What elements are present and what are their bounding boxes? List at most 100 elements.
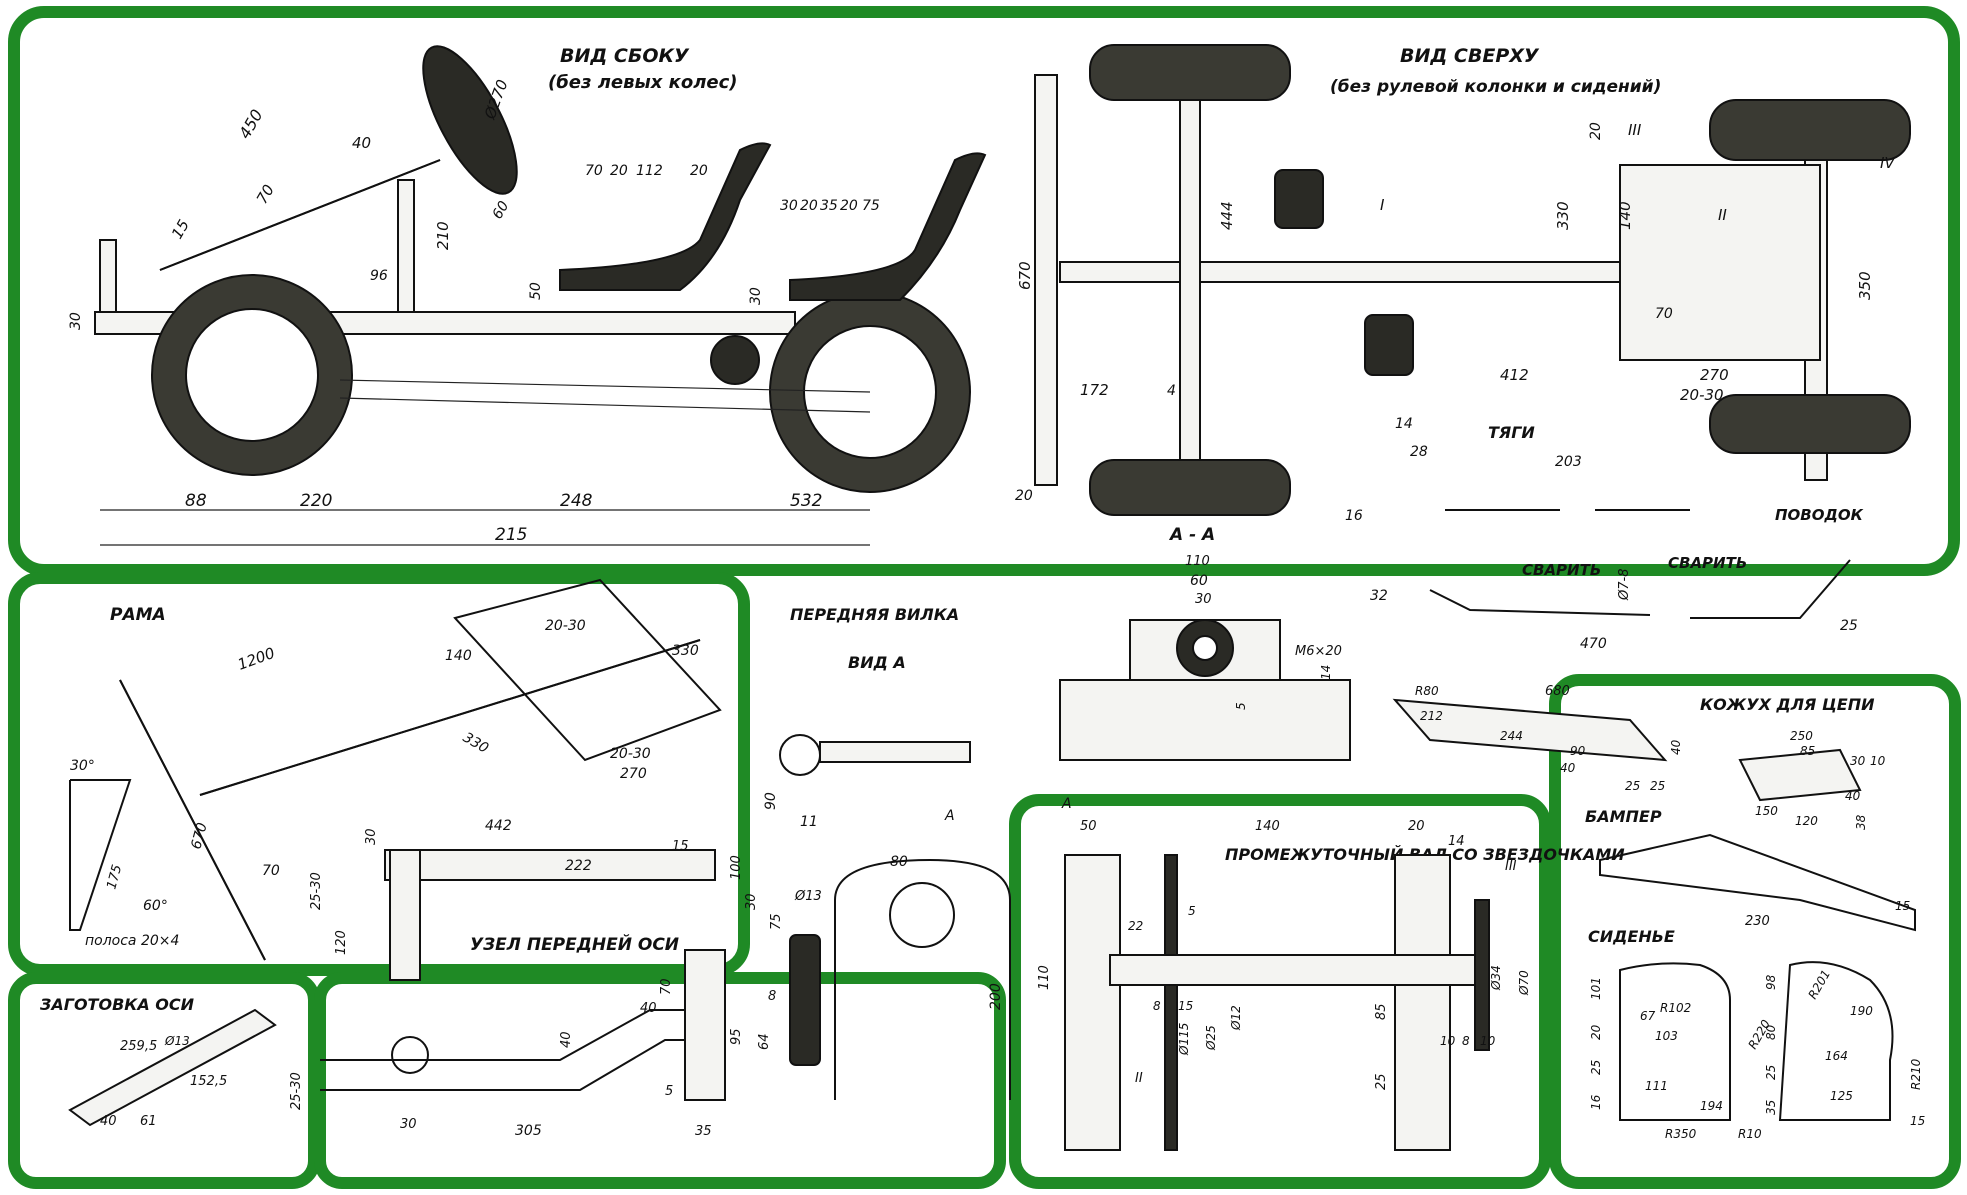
dim-fork-64: 64	[757, 1033, 772, 1050]
dim-32-rod: 32	[1370, 588, 1388, 604]
frame-strip-detail	[69, 779, 132, 931]
axle-bracket	[684, 949, 726, 1101]
dim-frame-20-30b: 20-30	[610, 746, 651, 762]
dim-112: 112	[636, 163, 663, 179]
dim-172: 172	[1080, 381, 1109, 399]
top-view-title: ВИД СВЕРХУ	[1400, 45, 1540, 67]
rods-view: ТЯГИ 14 28 16 32 203 Ø7-8 470 25 СВАРИТЬ…	[1345, 416, 1864, 652]
dim-215: 532	[790, 491, 822, 511]
dim-frame-20-30: 20-30	[545, 618, 586, 634]
dim-frame-70: 70	[262, 863, 280, 879]
fork-eye	[779, 734, 821, 776]
dim-seat-15: 15	[1910, 1114, 1925, 1128]
dim-seat-16: 16	[1589, 1094, 1603, 1110]
dim-seat-125: 125	[1830, 1089, 1853, 1103]
fork-hole	[889, 882, 955, 948]
dim-fork-d13: Ø13	[794, 889, 822, 904]
dim-20-rear2: 20	[840, 198, 858, 214]
top-front-axle	[1179, 44, 1201, 516]
dim-shaft-d70: Ø70	[1517, 970, 1531, 996]
dim-fork-80: 80	[890, 854, 908, 870]
dim-axle-40: 40	[640, 1001, 657, 1016]
dim-guard-25b: 25	[1650, 779, 1665, 793]
steering-wheel	[422, 45, 518, 195]
dim-frame-30deg: 30°	[70, 758, 95, 774]
rods-title: ТЯГИ	[1488, 423, 1535, 442]
axle-upper-bar	[384, 849, 716, 881]
fork-title: ПЕРЕДНЯЯ ВИЛКА	[790, 605, 959, 624]
fork-section-A: A	[944, 808, 955, 824]
dim-guard-40b: 40	[1669, 739, 1683, 755]
dim-blank-d13: Ø13	[164, 1034, 190, 1048]
dim-fork-75: 75	[769, 913, 784, 930]
dim-532: 248	[560, 491, 593, 511]
dim-bumper-230: 230	[1745, 914, 1770, 929]
dim-guard-120: 120	[1795, 814, 1818, 828]
dim-shaft-10b: 10	[1480, 1034, 1496, 1048]
dim-axle-222: 222	[565, 858, 592, 874]
dim-guard-90: 90	[1570, 744, 1586, 758]
dim-shaft-25: 25	[1374, 1073, 1389, 1090]
dim-shaft-8: 8	[1153, 999, 1161, 1013]
rod-lower-left	[1429, 589, 1651, 616]
dim-seat-25: 25	[1589, 1060, 1603, 1075]
bumper-view: БАМПЕР 230 15	[1585, 807, 1916, 932]
dim-aa-m6: M6×20	[1295, 644, 1342, 659]
dim-shaft-10: 10	[1440, 1034, 1456, 1048]
dim-140-top: 140	[1616, 201, 1634, 230]
dim-330-top: 330	[1554, 201, 1572, 230]
dim-seat-25b: 25	[1764, 1065, 1778, 1080]
dim-20-30-top: 20-30	[1680, 386, 1724, 404]
dim-shaft-5: 5	[1188, 904, 1196, 918]
steering-column-line	[159, 159, 441, 271]
dim-blank-40: 40	[100, 1114, 117, 1129]
dim-guard-212: 212	[1420, 709, 1443, 723]
dim-guard-244: 244	[1500, 729, 1523, 743]
seat-front	[559, 142, 772, 291]
top-pedal-upper	[1274, 169, 1324, 229]
dim-seat-r102: R102	[1660, 1001, 1691, 1015]
dim-75: 75	[862, 198, 880, 214]
dim-frame-330: 330	[672, 643, 699, 659]
front-fork-view: ПЕРЕДНЯЯ ВИЛКА ВИД А 90 11 Ø13 80 75 200…	[665, 605, 1011, 1139]
dim-470: 470	[1580, 636, 1607, 652]
seat-back-template	[1619, 962, 1731, 1121]
dim-50: 50	[528, 282, 544, 300]
dim-seat-80: 80	[1764, 1024, 1778, 1040]
dim-guard-250: 250	[1790, 729, 1813, 743]
mark-IV: IV	[1880, 154, 1896, 172]
dim-seat-r10: R10	[1738, 1127, 1762, 1141]
shaft-mark-II: II	[1135, 1071, 1143, 1086]
dim-40: 40	[352, 134, 371, 152]
mark-II: II	[1718, 206, 1727, 224]
dim-1200: 215	[495, 525, 527, 545]
dim-30-seat: 30	[748, 287, 764, 305]
mark-III: III	[1628, 121, 1642, 139]
fork-wheel-hub	[789, 934, 821, 1066]
frame-title: РАМА	[110, 605, 166, 625]
fork-body	[834, 858, 1011, 1100]
axle-blank-bar	[68, 1008, 277, 1127]
seat-view: СИДЕНЬЕ 67 R102 103 111 194 R220 R350 R1…	[1588, 927, 1925, 1141]
seat-bottom-template	[1778, 961, 1894, 1121]
dim-axle-30b: 30	[744, 893, 759, 910]
side-bumper-post	[99, 239, 117, 313]
chain-upper	[339, 379, 871, 393]
dim-shaft-20: 20	[1408, 819, 1425, 834]
dim-axle-25-30b: 25-30	[289, 1072, 304, 1110]
dim-fork-90: 90	[763, 792, 779, 810]
dim-guard-40: 40	[1560, 761, 1576, 775]
dim-axle-15: 15	[672, 839, 689, 854]
dim-30-rear: 30	[780, 198, 798, 214]
dim-fork-8: 8	[768, 989, 776, 1004]
dim-aa-110: 110	[1185, 554, 1210, 569]
dim-guard-85: 85	[1800, 744, 1815, 758]
shaft-right-bearing-plate	[1394, 854, 1451, 1151]
shaft-sprocket-right	[1474, 899, 1490, 1051]
shaft-left-bearing-plate	[1064, 854, 1121, 1151]
dim-axle-100: 100	[729, 855, 744, 880]
dim-frame-175: 175	[104, 863, 125, 891]
dim-guard-r80: R80	[1415, 684, 1439, 698]
dim-shaft-50: 50	[1080, 819, 1097, 834]
dim-seat-164: 164	[1825, 1049, 1848, 1063]
